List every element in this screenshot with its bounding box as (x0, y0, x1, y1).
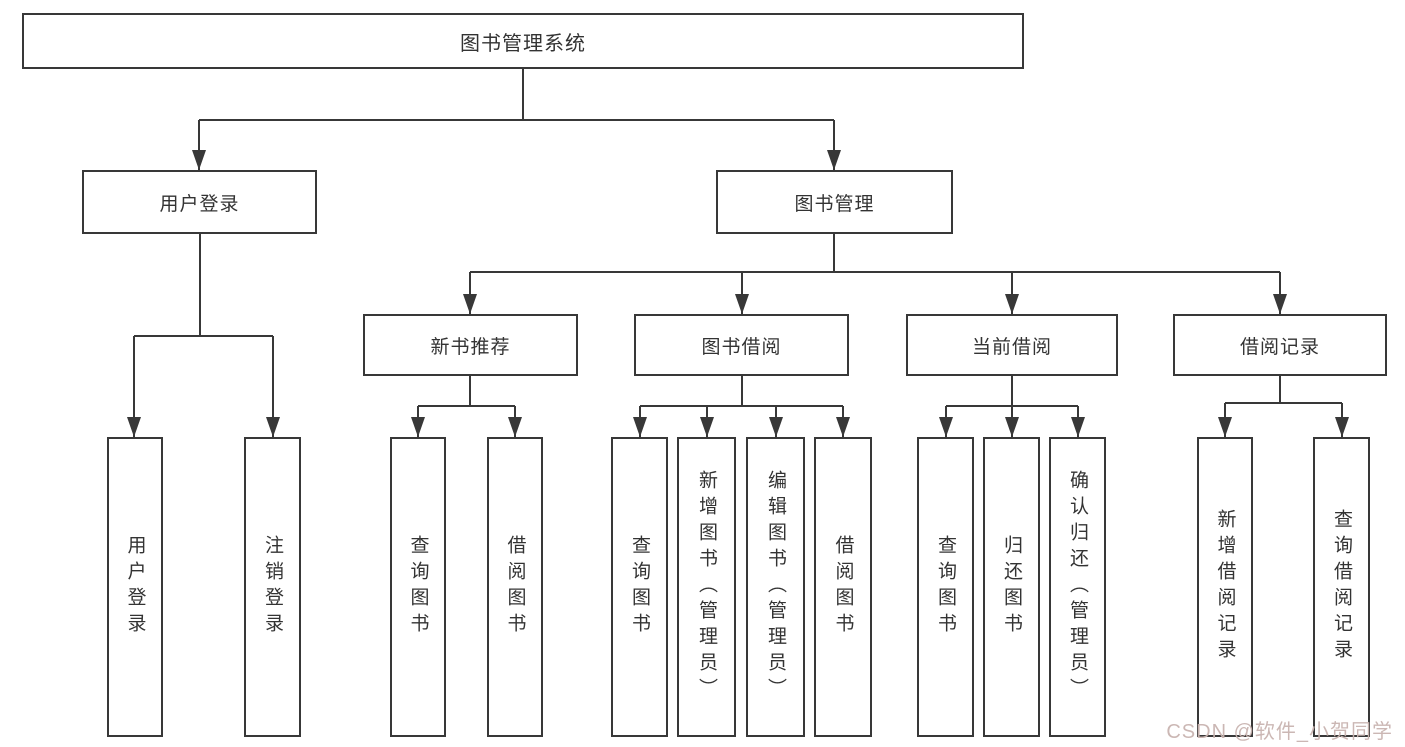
leaf-query-books-1: 查询图书 (390, 437, 446, 737)
leaf-borrow-books-1-label: 借阅图书 (504, 535, 526, 639)
leaf-add-book-admin: 新增图书（管理员） (677, 437, 736, 737)
leaf-user-login: 用户登录 (107, 437, 163, 737)
leaf-add-book-admin-label: 新增图书（管理员） (696, 470, 717, 704)
leaf-query-books-3: 查询图书 (917, 437, 974, 737)
leaf-return-book: 归还图书 (983, 437, 1040, 737)
node-current-borrow-label: 当前借阅 (971, 336, 1052, 358)
leaf-borrow-books-2-label: 借阅图书 (832, 535, 854, 639)
leaf-query-books-1-label: 查询图书 (407, 535, 429, 639)
leaf-query-borrow-record-label: 查询借阅记录 (1331, 509, 1352, 665)
node-user-login: 用户登录 (82, 170, 317, 234)
node-user-login-label: 用户登录 (159, 193, 240, 215)
node-book-borrow-label: 图书借阅 (701, 336, 782, 358)
leaf-query-borrow-record: 查询借阅记录 (1313, 437, 1370, 737)
node-borrow-records: 借阅记录 (1173, 314, 1387, 376)
leaf-add-borrow-record: 新增借阅记录 (1197, 437, 1253, 737)
leaf-user-login-label: 用户登录 (124, 535, 146, 639)
leaf-logout: 注销登录 (244, 437, 301, 737)
leaf-borrow-books-2: 借阅图书 (814, 437, 872, 737)
node-root-label: 图书管理系统 (460, 32, 586, 55)
leaf-query-books-2-label: 查询图书 (629, 535, 650, 639)
node-new-book-recommend: 新书推荐 (363, 314, 578, 376)
leaf-confirm-return-admin-label: 确认归还（管理员） (1067, 470, 1088, 704)
leaf-query-books-3-label: 查询图书 (935, 535, 956, 639)
csdn-watermark: CSDN @软件_小贺同学 (1166, 721, 1393, 743)
node-borrow-records-label: 借阅记录 (1239, 336, 1320, 358)
leaf-return-book-label: 归还图书 (1001, 535, 1022, 639)
leaf-borrow-books-1: 借阅图书 (487, 437, 543, 737)
leaf-edit-book-admin: 编辑图书（管理员） (746, 437, 805, 737)
leaf-logout-label: 注销登录 (262, 535, 283, 639)
node-new-book-recommend-label: 新书推荐 (430, 336, 511, 358)
leaf-edit-book-admin-label: 编辑图书（管理员） (765, 470, 786, 704)
node-current-borrow: 当前借阅 (906, 314, 1118, 376)
node-book-borrow: 图书借阅 (634, 314, 849, 376)
node-book-management: 图书管理 (716, 170, 953, 234)
leaf-confirm-return-admin: 确认归还（管理员） (1049, 437, 1106, 737)
leaf-add-borrow-record-label: 新增借阅记录 (1214, 509, 1236, 665)
node-root: 图书管理系统 (22, 13, 1024, 69)
leaf-query-books-2: 查询图书 (611, 437, 668, 737)
node-book-management-label: 图书管理 (794, 193, 875, 215)
